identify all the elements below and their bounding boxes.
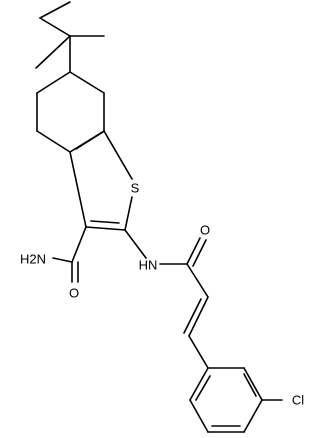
bond-carbonyl-nh2: [52, 257, 73, 263]
atom-labels: S H2N O HN O Cl: [20, 181, 304, 408]
bond-ar6-ar1: [189, 367, 209, 401]
amide-linker: [124, 229, 209, 298]
bond-acyl-alkene: [186, 263, 209, 298]
bond-c3-carbonyl: [71, 226, 87, 263]
bond-c2-c3: [85, 226, 126, 231]
bond-c7a-s: [103, 130, 133, 180]
bond-acyl-o-a: [186, 237, 201, 265]
bond-ar3-ar4: [243, 399, 263, 433]
bond-c3a-c7a-inner: [75, 131, 104, 150]
bond-ar-inner-3: [195, 375, 211, 401]
chlorine-label: Cl: [292, 393, 304, 408]
bond-ethyl-terminal: [39, 1, 71, 19]
bond-quaternary-methyl-left: [35, 35, 71, 69]
bond-ar5-ar6: [189, 399, 209, 433]
chlorophenyl-ring: [189, 367, 283, 433]
bond-c3-c3a: [69, 151, 87, 228]
carboxamide-group: [52, 226, 87, 283]
bond-acyl-o-b: [192, 239, 207, 267]
bond-c6-c5: [36, 71, 71, 94]
bond-ar-inner-1: [243, 373, 257, 397]
bond-alkene: [188, 296, 209, 337]
cyclohexane-ring: [36, 71, 105, 153]
bond-alkene-aryl: [188, 335, 209, 369]
bond-c2-nh: [124, 229, 147, 259]
bond-c6-c7: [69, 71, 105, 94]
acyl-oxygen-label: O: [200, 223, 210, 238]
tert-amyl-group: [35, 1, 105, 73]
bond-ethyl-ch2: [39, 17, 71, 37]
nh-label: HN: [139, 258, 158, 273]
thiophene-ring: [69, 130, 133, 231]
sulfur-label: S: [131, 181, 140, 196]
amide-oxygen-label: O: [69, 286, 79, 301]
bond-ar2-ar3: [243, 367, 263, 401]
amide-nitrogen-label: H2N: [20, 252, 46, 267]
bond-c2-c3-inner: [90, 220, 120, 224]
alkene-bridge: [183, 296, 209, 369]
bond-c4-c3a: [36, 130, 71, 153]
bond-alkene-inner: [183, 298, 202, 334]
bond-s-c2: [124, 196, 133, 231]
